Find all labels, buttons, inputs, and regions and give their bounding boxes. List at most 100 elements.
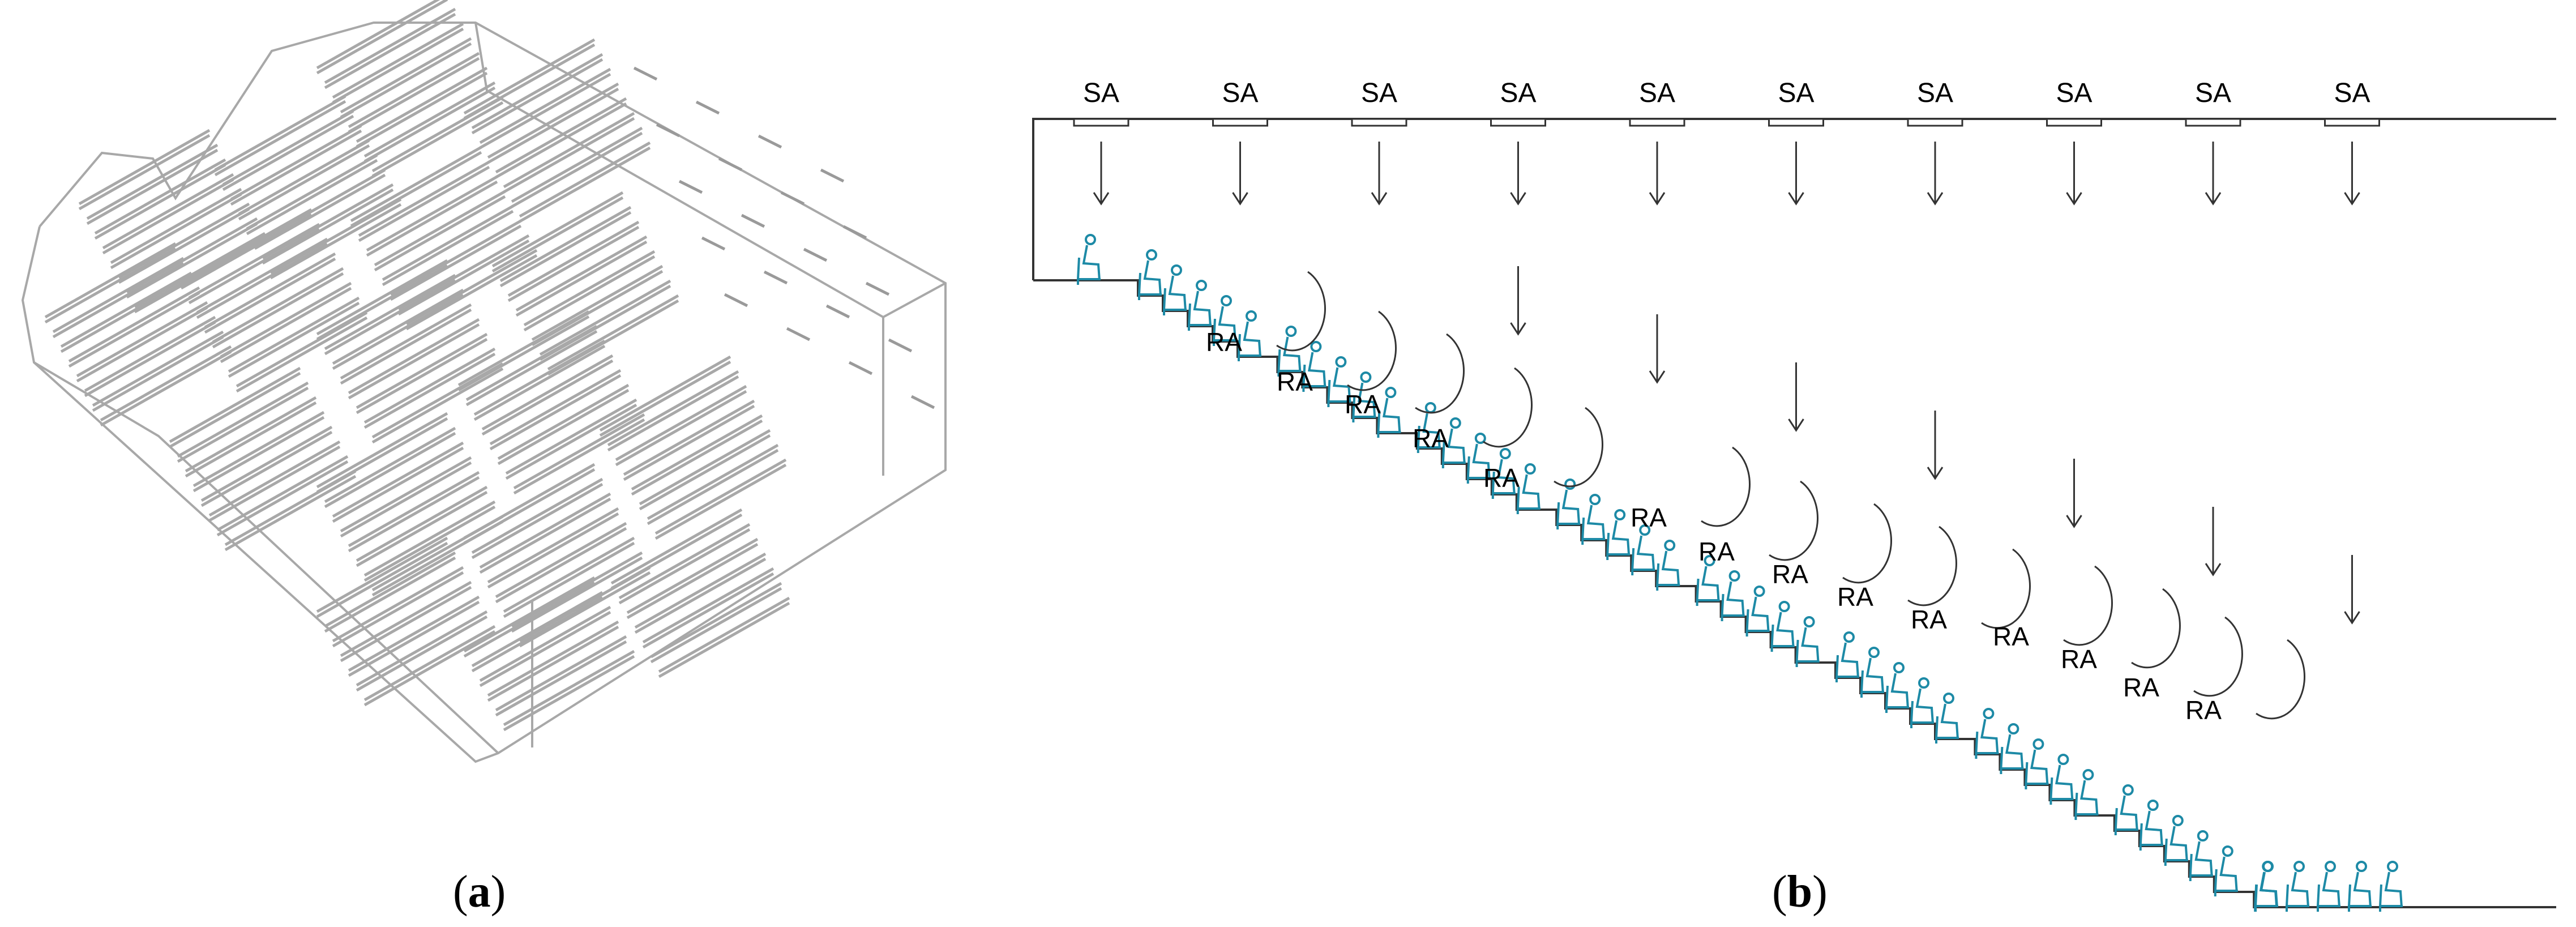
seat-row — [607, 370, 739, 447]
seat-row-edge — [200, 430, 333, 507]
seat-row — [519, 141, 651, 218]
seat-row-edge — [503, 117, 635, 194]
seat-row-edge — [471, 58, 604, 135]
seat-row-edge — [487, 625, 619, 702]
seat-row-edge — [102, 178, 234, 255]
seat-row-edge — [457, 315, 590, 392]
seat-row — [200, 425, 333, 502]
seat-row — [405, 249, 538, 326]
wall-slot — [910, 395, 935, 409]
seat-row-edge — [192, 416, 325, 493]
airflow-arrow — [1649, 142, 1666, 206]
seat-row-edge — [642, 572, 774, 649]
return-air-label: RA — [1993, 622, 2029, 651]
supply-air-label: SA — [2056, 78, 2092, 108]
occupants — [1076, 234, 2403, 912]
seat-row-edge — [639, 434, 771, 511]
airflow-arrow — [1093, 142, 1110, 206]
seat-row — [479, 67, 611, 144]
wall-slot — [718, 157, 743, 172]
seat-row-edge — [180, 213, 313, 290]
seat-row — [463, 576, 596, 653]
seated-occupant — [1656, 540, 1680, 591]
seat-row-edge — [363, 505, 496, 582]
supply-diffuser — [1490, 118, 1546, 127]
seat-row-edge — [78, 134, 211, 211]
seat-row-edge — [495, 102, 627, 179]
seat-row — [356, 66, 488, 143]
seated-occupant — [1162, 264, 1187, 315]
seat-row — [499, 206, 632, 283]
wall-slot — [741, 213, 765, 228]
seat-row — [487, 82, 619, 159]
seat-row — [363, 81, 496, 158]
seated-occupant — [2164, 815, 2188, 866]
seat-row — [382, 204, 514, 281]
seat-row — [356, 332, 488, 409]
seat-row — [100, 345, 232, 422]
seat-row — [511, 126, 643, 203]
seat-row — [658, 596, 790, 673]
airflow-arrow — [2205, 507, 2222, 576]
seated-occupant — [1795, 616, 1820, 667]
seat-row — [654, 458, 787, 535]
seat-row-edge — [463, 43, 596, 120]
return-air-label: RA — [1413, 424, 1449, 453]
seated-occupant — [1721, 570, 1745, 621]
seat-row-edge — [348, 476, 480, 553]
seat-row-edge — [324, 432, 456, 509]
seated-occupant — [1327, 356, 1351, 407]
seat-row — [479, 605, 611, 682]
seat-row-edge — [86, 148, 219, 225]
seated-occupant — [1237, 310, 1261, 361]
seat-row — [523, 250, 656, 327]
wall-slot — [888, 338, 913, 353]
seated-occupant — [2378, 861, 2403, 912]
seat-row-edge — [356, 615, 488, 692]
seat-row — [216, 455, 349, 532]
seat-row-edge — [515, 240, 648, 317]
seat-row-edge — [618, 528, 751, 605]
wall-slot — [724, 293, 748, 307]
supply-air-label: SA — [1639, 78, 1675, 108]
seat-row — [599, 355, 731, 432]
seated-occupant — [1187, 280, 1212, 331]
seat-row-edge — [316, 0, 448, 75]
seated-occupant — [1352, 371, 1376, 422]
ceiling-and-back-wall — [1032, 118, 2556, 280]
seat-row — [94, 158, 226, 235]
seat-row-edge — [92, 335, 224, 412]
seat-row — [340, 456, 472, 533]
seat-row — [208, 440, 341, 517]
seat-row-edge — [471, 596, 604, 673]
seat-row — [118, 202, 250, 279]
seat-row — [497, 383, 630, 460]
seat-row-edge — [269, 203, 402, 280]
seat-row-edge — [503, 541, 635, 618]
seat-row — [366, 175, 498, 252]
seat-row-edge — [634, 557, 767, 634]
wall-slot — [633, 66, 658, 81]
seat-row-edge — [214, 100, 346, 177]
seat-row — [507, 220, 640, 297]
seat-row — [246, 153, 378, 230]
stepped-floor — [1033, 279, 2556, 908]
seat-row — [84, 315, 216, 392]
seat-row-edge — [110, 193, 242, 270]
seated-occupant — [2316, 861, 2340, 912]
caption-a: (a) — [453, 867, 506, 917]
wall-slot — [865, 281, 890, 296]
wall-slot — [825, 304, 850, 319]
seat-row — [177, 381, 309, 458]
seat-row — [180, 208, 313, 285]
seated-occupant — [1466, 433, 1491, 484]
return-air-label: RA — [2123, 673, 2159, 702]
seat-row-edge — [246, 159, 378, 236]
wall-slot — [780, 191, 805, 206]
return-air-inlet: RA — [1993, 565, 2113, 651]
seat-row-edge — [84, 321, 216, 398]
seat-row — [316, 536, 448, 613]
supply-air-label: SA — [1500, 78, 1536, 108]
seat-row — [647, 443, 779, 520]
seat-row — [363, 500, 496, 577]
